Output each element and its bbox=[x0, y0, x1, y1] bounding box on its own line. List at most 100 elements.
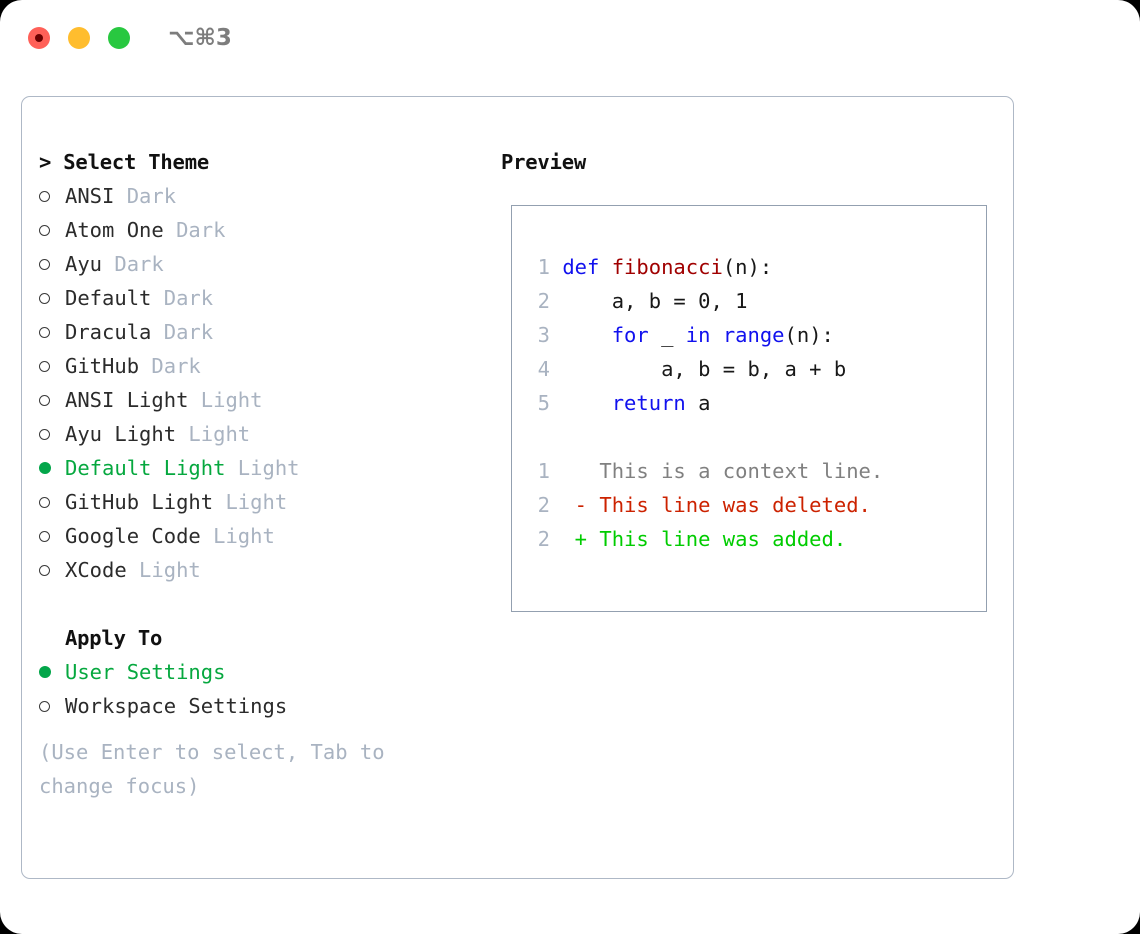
code-token: fibonacci bbox=[611, 255, 723, 279]
maximize-window-button[interactable] bbox=[108, 27, 130, 49]
minimize-window-button[interactable] bbox=[68, 27, 90, 49]
theme-list-item[interactable]: Ayu Dark bbox=[39, 247, 479, 281]
apply-to-header: Apply To bbox=[39, 621, 479, 655]
code-token bbox=[562, 323, 611, 347]
theme-name-label: Ayu Light bbox=[65, 422, 177, 446]
radio-unselected-icon bbox=[39, 281, 65, 315]
preview-title: Preview bbox=[501, 150, 586, 174]
diff-line: 2 + This line was added. bbox=[524, 522, 883, 556]
theme-name-label: Atom One bbox=[65, 218, 164, 242]
theme-name-label: GitHub bbox=[65, 354, 140, 378]
apply-to-option-label: User Settings bbox=[65, 660, 226, 684]
bullet-glyph bbox=[39, 530, 50, 542]
theme-list-item[interactable]: Default Light Light bbox=[39, 451, 479, 485]
bullet-glyph bbox=[39, 394, 50, 406]
code-token: a bbox=[685, 391, 711, 415]
theme-mode-tag: Light bbox=[225, 456, 300, 480]
radio-unselected-icon bbox=[39, 349, 65, 383]
line-number: 1 bbox=[537, 459, 550, 483]
theme-list-item[interactable]: Ayu Light Light bbox=[39, 417, 479, 451]
theme-list-item[interactable]: Dracula Dark bbox=[39, 315, 479, 349]
radio-unselected-icon bbox=[39, 213, 65, 247]
diff-line-text: - This line was deleted. bbox=[550, 493, 871, 517]
bullet-glyph bbox=[39, 496, 50, 508]
bullet-glyph bbox=[39, 666, 51, 678]
bullet-glyph bbox=[39, 224, 50, 236]
line-number: 4 bbox=[537, 357, 550, 381]
line-number: 2 bbox=[537, 493, 550, 517]
preview-column: Preview bbox=[501, 145, 586, 179]
bullet-glyph bbox=[39, 700, 50, 712]
radio-selected-icon bbox=[39, 655, 65, 689]
radio-unselected-icon bbox=[39, 689, 65, 723]
line-number: 2 bbox=[537, 527, 550, 551]
line-number: 5 bbox=[537, 391, 550, 415]
radio-unselected-icon bbox=[39, 179, 65, 213]
apply-to-option[interactable]: Workspace Settings bbox=[39, 689, 479, 723]
bullet-glyph bbox=[39, 190, 50, 202]
code-line: 2 a, b = 0, 1 bbox=[524, 284, 883, 318]
apply-to-option[interactable]: User Settings bbox=[39, 655, 479, 689]
theme-mode-tag: Dark bbox=[151, 320, 214, 344]
code-token bbox=[562, 391, 611, 415]
theme-mode-tag: Light bbox=[200, 524, 275, 548]
theme-list-item[interactable]: Google Code Light bbox=[39, 519, 479, 553]
radio-unselected-icon bbox=[39, 247, 65, 281]
bullet-glyph bbox=[39, 564, 50, 576]
code-token: for bbox=[611, 323, 649, 347]
theme-list-item[interactable]: Default Dark bbox=[39, 281, 479, 315]
theme-list-item[interactable]: GitHub Dark bbox=[39, 349, 479, 383]
theme-list-item[interactable]: XCode Light bbox=[39, 553, 479, 587]
diff-line-text: + This line was added. bbox=[550, 527, 847, 551]
theme-name-label: ANSI bbox=[65, 184, 115, 208]
code-line: 5 return a bbox=[524, 386, 883, 420]
theme-list-item[interactable]: GitHub Light Light bbox=[39, 485, 479, 519]
bullet-glyph bbox=[39, 428, 50, 440]
code-line: 1 def fibonacci(n): bbox=[524, 250, 883, 284]
theme-mode-tag: Light bbox=[176, 422, 251, 446]
code-blank-line bbox=[524, 420, 883, 454]
theme-name-label: Dracula bbox=[65, 320, 152, 344]
close-icon bbox=[35, 34, 43, 42]
diff-line-text: This is a context line. bbox=[550, 459, 884, 483]
theme-name-label: Default Light bbox=[65, 456, 226, 480]
radio-unselected-icon bbox=[39, 553, 65, 587]
bullet-glyph bbox=[39, 258, 50, 270]
theme-name-label: Google Code bbox=[65, 524, 201, 548]
radio-unselected-icon bbox=[39, 315, 65, 349]
line-number: 3 bbox=[537, 323, 550, 347]
code-token: def bbox=[562, 255, 612, 279]
code-token: return bbox=[611, 391, 686, 415]
code-token: range bbox=[722, 323, 785, 347]
title-bar: ⌥⌘3 bbox=[0, 0, 1140, 78]
line-number: 1 bbox=[537, 255, 550, 279]
theme-list-item[interactable]: ANSI Dark bbox=[39, 179, 479, 213]
theme-name-label: GitHub Light bbox=[65, 490, 214, 514]
theme-mode-tag: Dark bbox=[139, 354, 201, 378]
radio-selected-icon bbox=[39, 451, 65, 485]
radio-unselected-icon bbox=[39, 485, 65, 519]
theme-name-label: XCode bbox=[65, 558, 127, 582]
help-hint-text: (Use Enter to select, Tab to change focu… bbox=[39, 740, 385, 798]
code-token: a, b = b, a + b bbox=[562, 357, 847, 381]
theme-mode-tag: Light bbox=[213, 490, 288, 514]
apply-to-option-label: Workspace Settings bbox=[65, 694, 288, 718]
theme-list-item[interactable]: ANSI Light Light bbox=[39, 383, 479, 417]
code-token: _ bbox=[648, 323, 686, 347]
code-line: 3 for _ in range(n): bbox=[524, 318, 883, 352]
theme-mode-tag: Dark bbox=[163, 218, 226, 242]
theme-mode-tag: Light bbox=[126, 558, 201, 582]
diff-line: 1 This is a context line. bbox=[524, 454, 884, 488]
theme-name-label: ANSI Light bbox=[65, 388, 189, 412]
theme-list-item[interactable]: Atom One Dark bbox=[39, 213, 479, 247]
code-token: (n): bbox=[784, 323, 834, 347]
bullet-glyph bbox=[39, 462, 51, 474]
theme-mode-tag: Dark bbox=[102, 252, 164, 276]
spacer bbox=[39, 587, 479, 621]
bullet-glyph bbox=[39, 326, 50, 338]
radio-unselected-icon bbox=[39, 383, 65, 417]
